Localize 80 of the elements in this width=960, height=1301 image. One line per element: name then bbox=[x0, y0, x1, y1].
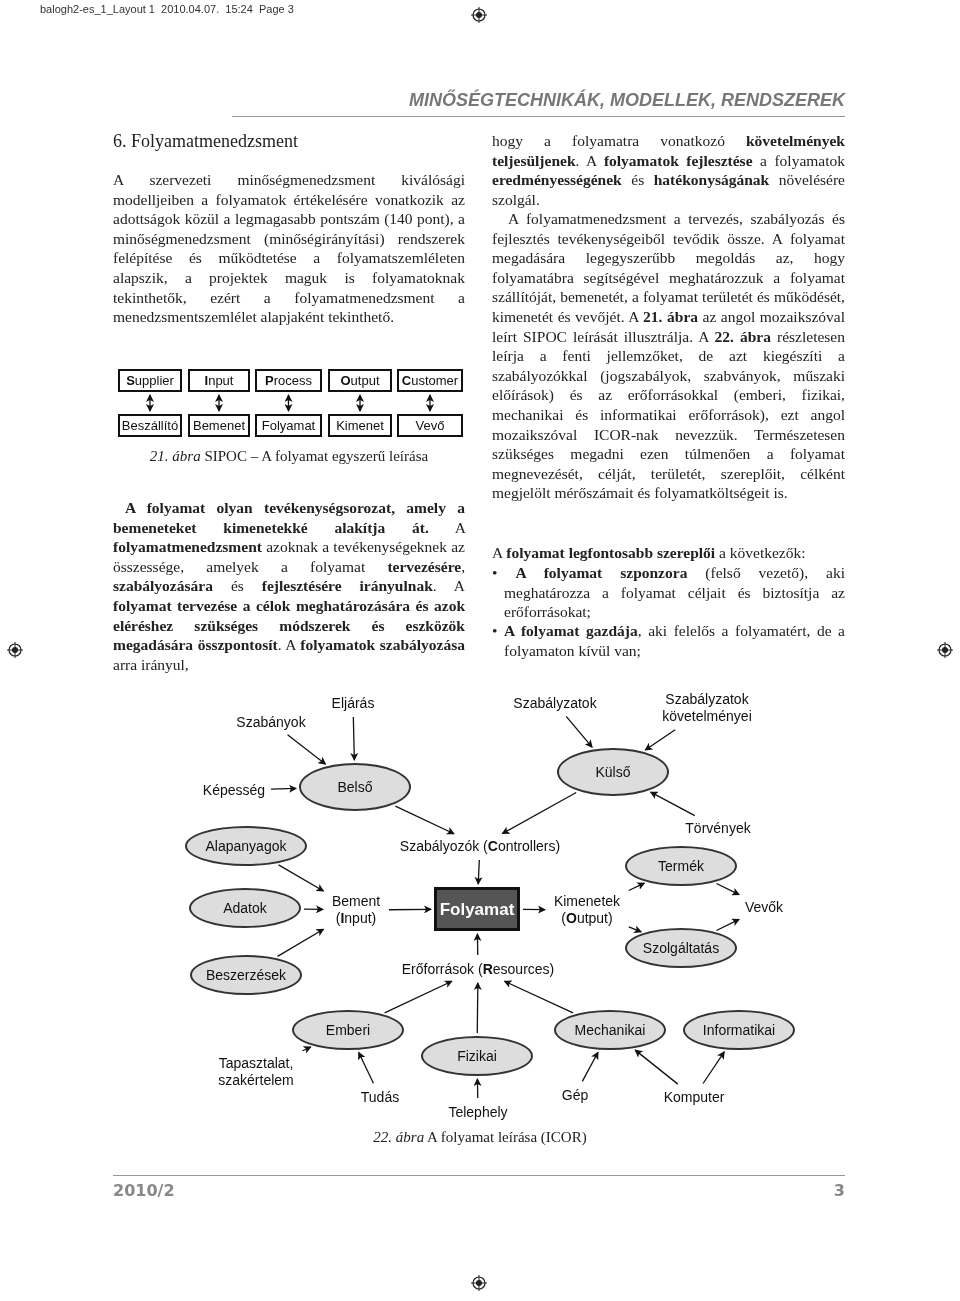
ellipse-node: Emberi bbox=[292, 1010, 404, 1050]
section-heading: 6. Folyamatmenedzsment bbox=[113, 131, 299, 152]
figure-caption: 21. ábra SIPOC – A folyamat egyszerű leírása bbox=[148, 448, 430, 465]
diagram-label: Törvények bbox=[680, 817, 756, 839]
arrow bbox=[270, 784, 298, 793]
arrow bbox=[303, 905, 324, 914]
page-number: 3 bbox=[832, 1181, 845, 1200]
label-box: Bemenet bbox=[188, 414, 250, 437]
process-box: Folyamat bbox=[434, 887, 520, 931]
paragraph: A folyamat olyan tevékenységsorozat, amely a bemeneteket kimenetekké alakítja át. A folyamatmenedzsment azoknak a tevékenységeknek az összessége, amelyek a folyamat tervezésére, szabályozására és fejlesztésére irányulnak. A folyamat tervezése a célok meghatározására és azok eléréshez szükséges módszerek és eszközök megadására összpontosít. A folyamatok szabályozása arra irányul, bbox=[113, 498, 465, 675]
diagram-label: Vevők bbox=[740, 896, 788, 918]
diagram-label: Bement (Input) bbox=[326, 890, 386, 930]
diagram-label: Szabályzatok követelményei bbox=[652, 688, 762, 728]
arrow bbox=[358, 1051, 375, 1084]
double-arrow bbox=[356, 394, 364, 412]
print-slug: balogh2-es_1_Layout 1 2010.04.07. 15:24 Page 3 bbox=[40, 3, 295, 15]
arrow bbox=[277, 864, 325, 892]
arrow bbox=[286, 734, 327, 765]
arrow bbox=[628, 882, 646, 892]
arrow bbox=[473, 933, 482, 956]
ellipse-node: Fizikai bbox=[421, 1036, 533, 1076]
ellipse-node: Termék bbox=[625, 846, 737, 886]
double-arrow bbox=[215, 394, 223, 412]
diagram-label: Gép bbox=[558, 1084, 592, 1106]
label-box: Vevő bbox=[397, 414, 463, 437]
diagram-label: Szabányok bbox=[228, 711, 314, 733]
arrow bbox=[702, 1051, 725, 1085]
double-arrow bbox=[426, 394, 434, 412]
arrow bbox=[649, 791, 696, 817]
ellipse-node: Mechanikai bbox=[554, 1010, 666, 1050]
arrow bbox=[474, 859, 483, 885]
ellipse-node: Belső bbox=[299, 763, 411, 811]
arrow bbox=[628, 925, 643, 933]
bullet-item: • A folyamat gazdája, aki felelős a folyamatért, de a folyamaton kívül van; bbox=[492, 621, 845, 661]
label-box: Beszállító bbox=[118, 414, 182, 437]
arrow bbox=[350, 716, 359, 761]
diagram-label: Tudás bbox=[358, 1086, 402, 1108]
diagram-label: Szabályzatok bbox=[505, 692, 605, 714]
double-arrow bbox=[284, 394, 293, 412]
running-head: MINŐSÉGTECHNIKÁK, MODELLEK, RENDSZEREK bbox=[407, 90, 845, 111]
diagram-label: Képesség bbox=[200, 779, 268, 801]
diagram-label: Tapasztalat, szakértelem bbox=[208, 1052, 304, 1092]
paragraph: hogy a folyamatra vonatkozó követelmények teljesüljenek. A folyamatok fejlesztése a folyamatok eredményességének és hatékonyságának növelésére szolgál. bbox=[492, 131, 845, 210]
ellipse-node: Adatok bbox=[189, 888, 301, 928]
diagram-label: Kimenetek (Output) bbox=[548, 890, 626, 930]
arrow bbox=[473, 1078, 482, 1099]
label-box: Process bbox=[255, 369, 322, 392]
ellipse-node: Külső bbox=[557, 748, 669, 796]
label-box: Output bbox=[328, 369, 392, 392]
arrow bbox=[644, 729, 676, 751]
diagram-label: Erőforrások (Resources) bbox=[396, 958, 560, 980]
arrow bbox=[473, 982, 482, 1034]
arrow bbox=[301, 1046, 312, 1054]
label-box: Supplier bbox=[118, 369, 182, 392]
arrow bbox=[565, 715, 593, 748]
label-box: Input bbox=[188, 369, 250, 392]
arrow bbox=[388, 905, 432, 914]
arrow bbox=[581, 1051, 599, 1082]
issue-number: 2010/2 bbox=[113, 1181, 176, 1200]
ellipse-node: Informatikai bbox=[683, 1010, 795, 1050]
diagram-label: Szabályozók (Controllers) bbox=[395, 835, 565, 857]
paragraph: A szervezeti minőségmenedzsment kiválósági modelljeiben a folyamatok értékelésére vonatkozik az adottságok közül a legmagasabb pontszám (140 pont), a minőségmenedzsment (minőségirányítási) rendszerek felépítése és működtetése a folyamatszemléleten alapszik, a projektek maguk is folyamatoknak tekinthetők, ezért a folyamatmenedzsment a menedzsmentszemlélet alapjaként tekinthető. bbox=[113, 170, 465, 327]
ellipse-node: Beszerzések bbox=[190, 955, 302, 995]
paragraph: A folyamat legfontosabb szereplői a következők: bbox=[492, 543, 807, 563]
double-arrow bbox=[146, 394, 154, 412]
ellipse-node: Szolgáltatás bbox=[625, 928, 737, 968]
ellipse-node: Alapanyagok bbox=[185, 826, 307, 866]
label-box: Folyamat bbox=[255, 414, 322, 437]
arrow bbox=[522, 905, 546, 914]
label-box: Customer bbox=[397, 369, 463, 392]
diagram-label: Telephely bbox=[444, 1101, 512, 1123]
arrow bbox=[394, 805, 455, 835]
paragraph: A folyamatmenedzsment a tervezés, szabályozás és fejlesztés tevékenységeiből tevődik össze. A folyamat megadására legegyszerűbb megoldás az, hogy folyamatábra segítségével meghatározzuk a folyamat szállítóját, bemenetét, a folyamat területét és működését, kimenetét és vevőjét. A 21. ábra az angol mozaikszóval leírt SIPOC leírását illusztrálja. A 22. ábra részletesen leírja a fenti jellemzőket, de azt kiegészíti a szabályozókkal (jogszabályok, szabványok, műszaki előírások) és az erőforrásokkal (emberi, fizikai, mechanikai és informatikai erőforrások), ezt angol mozaikszóval ICOR-nak nevezzük. Természetesen szükséges megadni ezen túlmenően a folyamat megnevezését, célját, területét, szereplőit, célként megjelölt mérőszámait és folyamatköltségeit is. bbox=[492, 209, 845, 503]
figure-caption: 22. ábra A folyamat leírása (ICOR) bbox=[372, 1129, 588, 1146]
diagram-label: Eljárás bbox=[318, 692, 388, 714]
diagram-label: Komputer bbox=[658, 1086, 730, 1108]
bullet-item: • A folyamat szponzora (felső vezető), aki meghatározza a folyamat céljait és biztosítja az erőforrásokat; bbox=[492, 563, 845, 622]
label-box: Kimenet bbox=[328, 414, 392, 437]
arrow bbox=[276, 928, 325, 957]
arrow bbox=[634, 1049, 679, 1085]
